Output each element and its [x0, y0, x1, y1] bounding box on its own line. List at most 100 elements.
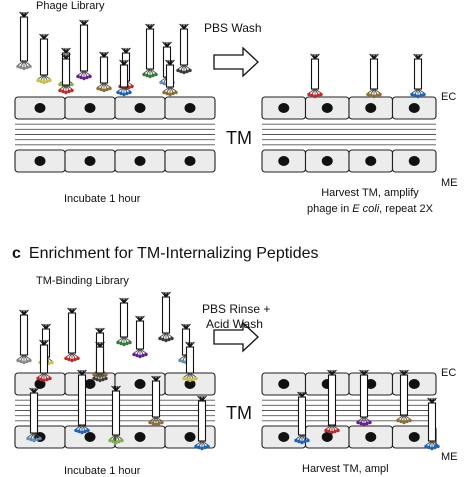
nucleus-c-left [134, 379, 146, 389]
nucleus-b-right [408, 103, 420, 113]
phage-spike [99, 341, 105, 348]
phage-fiber [100, 82, 105, 89]
phage-fiber [43, 372, 51, 378]
phage-spike [123, 59, 129, 66]
peptide-bead [96, 86, 100, 91]
tissue-diagram-panel-b [14, 96, 437, 173]
harvest-line2-italic: E coli [352, 203, 380, 215]
phage-fiber [373, 88, 378, 95]
phage-fiber [195, 440, 203, 446]
phage-fiber [23, 60, 31, 66]
peptide-bead [25, 65, 29, 70]
phage-body [119, 64, 129, 88]
phage-fiber [68, 352, 73, 359]
phage-free [142, 23, 158, 79]
phage-fiber [139, 348, 144, 355]
peptide-bead [327, 429, 331, 434]
peptide-bead [70, 82, 74, 87]
phage-body [297, 396, 307, 436]
phage-fiber [149, 416, 157, 422]
phage-fiber [328, 424, 333, 431]
phage-body [19, 314, 29, 356]
peptide-bead [366, 92, 370, 97]
phage-fiber [186, 372, 191, 379]
phage-fiber [417, 88, 425, 94]
peptide-bead [167, 337, 171, 342]
nucleus-b-right [278, 156, 290, 166]
phage-fiber [139, 348, 147, 354]
peptide-bead [32, 438, 36, 443]
phage-fiber [370, 88, 375, 95]
peptide-bead [19, 65, 23, 70]
peptide-bead [402, 420, 406, 425]
phage-fiber [428, 440, 433, 447]
nucleus-c-right [408, 379, 420, 389]
phage-free [116, 297, 132, 347]
nucleus-b-left [184, 103, 196, 113]
peptide-bead [372, 94, 376, 99]
phage-fiber [331, 424, 336, 431]
phage-fiber [133, 348, 141, 354]
phage-fiber [20, 60, 25, 67]
phage-fiber [115, 434, 120, 441]
phage-fiber [75, 424, 83, 430]
phage-body [19, 16, 29, 62]
phage-spike [185, 323, 191, 330]
peptide-bead [176, 68, 180, 73]
peptide-bead [64, 356, 68, 361]
phage-bound [410, 53, 426, 99]
peptide-bead [26, 436, 30, 441]
peptide-bead [179, 69, 183, 74]
peptide-bead [42, 378, 46, 383]
peptide-bead [164, 338, 168, 343]
peptide-bead [148, 420, 152, 425]
nucleus-b-left [134, 103, 146, 113]
peptide-bead [300, 440, 304, 445]
peptide-bead [101, 377, 105, 382]
nucleus-c-right [408, 432, 420, 442]
peptide-bead [307, 92, 311, 97]
phage-fiber [97, 82, 105, 88]
me-label-b: ME [441, 177, 458, 189]
peptide-bead [122, 342, 126, 347]
phage-fiber [103, 82, 111, 88]
peptide-bead [45, 377, 49, 382]
nucleus-b-right [278, 103, 290, 113]
nucleus-b-left [34, 156, 46, 166]
phage-fiber [81, 424, 86, 431]
phage-fiber [77, 70, 85, 76]
phage-fiber [65, 352, 73, 358]
nucleus-c-right [278, 379, 290, 389]
phage-internalized [148, 375, 164, 427]
phage-fiber [363, 416, 368, 423]
phage-body [359, 374, 369, 418]
peptide-bead [170, 336, 174, 341]
phage-fiber [331, 424, 339, 430]
peptide-bead [194, 376, 198, 381]
peptide-bead [119, 341, 123, 346]
phage-spike [65, 53, 71, 60]
phage-bound [162, 59, 178, 97]
phage-fiber [403, 414, 411, 420]
peptide-bead [419, 93, 423, 98]
phage-body [151, 380, 161, 418]
phage-fiber [40, 74, 45, 81]
phage-body [161, 296, 171, 334]
phage-fiber [120, 86, 125, 93]
peptide-bead [132, 352, 136, 357]
peptide-bead [104, 376, 108, 381]
phage-body [413, 58, 423, 90]
phage-fiber [117, 336, 125, 342]
phage-bound [182, 341, 198, 383]
phage-free [96, 51, 112, 93]
phage-fiber [136, 348, 141, 355]
peptide-bead [141, 353, 145, 358]
peptide-bead [436, 444, 440, 449]
phage-internalized [194, 395, 210, 451]
peptide-bead [160, 420, 164, 425]
phage-free [64, 307, 80, 363]
phage-spike [155, 375, 161, 382]
phage-fiber [425, 440, 433, 446]
